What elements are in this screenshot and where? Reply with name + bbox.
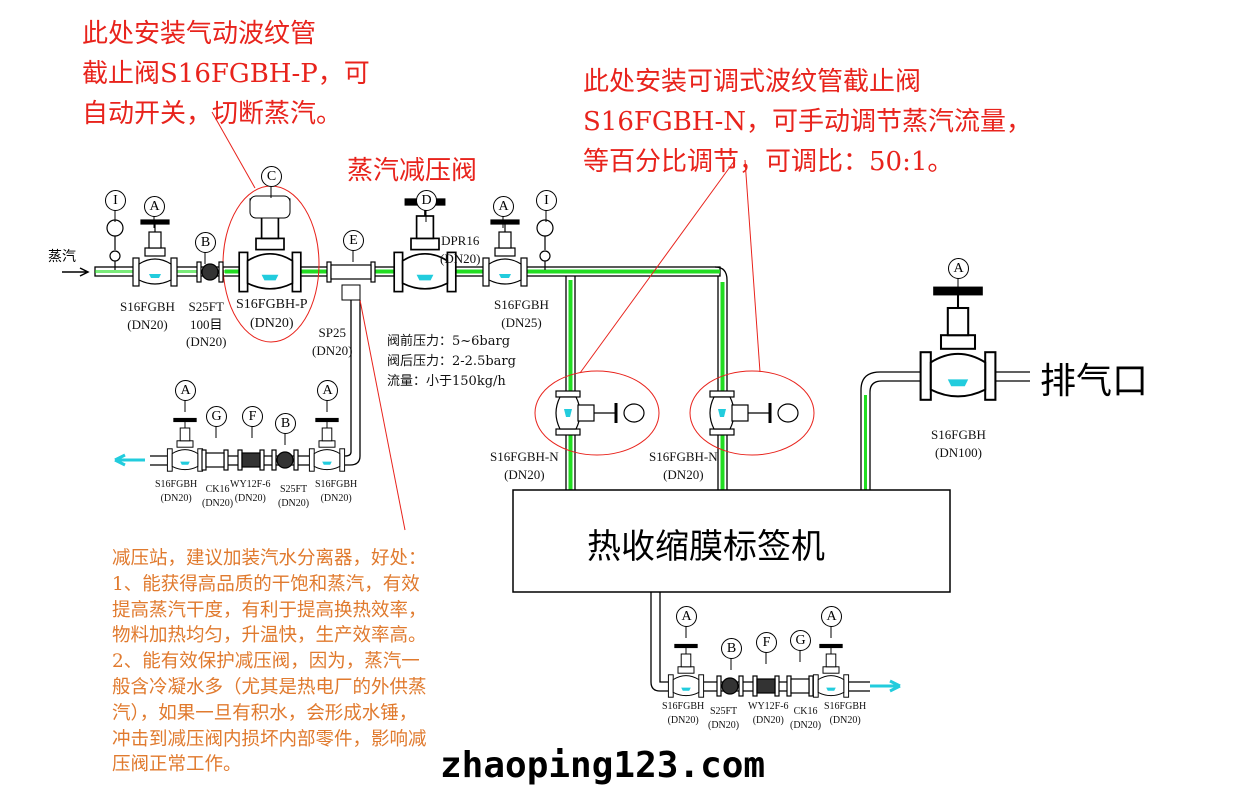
label-separator: SP25(DN20) — [312, 325, 353, 358]
globe-valve-icon — [667, 643, 705, 698]
tag-b: B — [721, 638, 742, 659]
tag-a: A — [948, 258, 969, 279]
pressure-gauge-icon — [536, 219, 554, 270]
label-prv: DPR16(DN20) — [440, 233, 481, 266]
inlet-pressure: 阀前压力：5~6barg — [387, 334, 511, 349]
note-line: 般含冷凝水多（尤其是热电厂的外供蒸 — [112, 676, 427, 698]
adjustable-valve-note: 此处安装可调式波纹管截止阀 S16FGBH-N，可手动调节蒸汽流量， 等百分比调… — [583, 62, 1032, 182]
tag-g: G — [790, 630, 811, 651]
note-line: 自动开关，切断蒸汽。 — [82, 99, 343, 129]
steam-separator-icon — [326, 261, 376, 283]
tag-a: A — [317, 380, 338, 401]
pressure-spec: 阀前压力：5~6barg 阀后压力：2-2.5barg 流量：小于150kg/h — [387, 332, 516, 392]
check-valve-icon — [786, 675, 814, 697]
exhaust-valve-icon — [919, 286, 997, 401]
note-line: 冲击到减压阀内损坏内部零件，影响减 — [112, 728, 427, 750]
note-line: 压阀正常工作。 — [112, 754, 242, 776]
tag-a: A — [175, 380, 196, 401]
tag-c: C — [261, 166, 282, 187]
globe-valve-icon — [132, 219, 178, 287]
tag-e: E — [343, 230, 364, 251]
note-line: S16FGBH-N，可手动调节蒸汽流量， — [583, 107, 1033, 137]
globe-valve-icon — [812, 643, 850, 698]
actuator-icon — [249, 195, 291, 219]
note-line: 提高蒸汽干度，有利于提高换热效率， — [112, 599, 427, 621]
drain-bottom-label: S16FGBH(DN20) — [662, 701, 705, 726]
watermark: zhaoping123.com — [440, 745, 766, 786]
strainer-icon — [196, 261, 224, 283]
tag-f: F — [242, 406, 263, 427]
tag-d: D — [416, 190, 437, 211]
drain-left-label: S25FT(DN20) — [278, 484, 310, 509]
globe-valve-icon — [308, 417, 346, 472]
note-line: 减压站，建议加装汽水分离器，好处： — [112, 548, 427, 569]
valves — [106, 186, 997, 698]
note-line: 汽），如果一旦有积水，会形成水锤， — [112, 702, 418, 724]
globe-valve-icon — [482, 219, 528, 287]
tag-b: B — [195, 232, 216, 253]
tag-g: G — [206, 406, 227, 427]
check-valve-icon — [201, 449, 229, 471]
note-line: 物料加热均匀，升温快，生产效率高。 — [112, 625, 427, 647]
drain-left-label: CK16(DN20) — [202, 484, 234, 509]
steam-inlet-label: 蒸汽 — [48, 249, 76, 265]
separator-note: 减压站，建议加装汽水分离器，好处： 1、能获得高品质的干饱和蒸汽，有效 提高蒸汽… — [112, 546, 427, 778]
prv-title: 蒸汽减压阀 — [347, 156, 478, 186]
drain-left-label: S16FGBH(DN20) — [155, 479, 198, 504]
note-line: 此处安装气动波纹管 — [82, 19, 317, 49]
label-branch-valve-1: S16FGBH-N(DN20) — [490, 449, 559, 482]
label-pneumatic-valve: S16FGBH-P(DN20) — [236, 297, 308, 331]
globe-valve-icon — [166, 417, 204, 472]
tag-a: A — [676, 606, 697, 627]
tag-a: A — [821, 606, 842, 627]
label-branch-valve-2: S16FGBH-N(DN20) — [649, 449, 718, 482]
label-main-valve: S16FGBH(DN20) — [120, 299, 175, 332]
pressure-gauge-icon — [106, 219, 124, 270]
trap-icon — [752, 675, 780, 697]
drain-left-label: S16FGBH(DN20) — [315, 479, 358, 504]
note-line: 截止阀S16FGBH-P，可 — [82, 59, 370, 89]
tag-i: I — [105, 190, 126, 211]
note-line: 此处安装可调式波纹管截止阀 — [583, 67, 922, 97]
pneumatic-valve-note: 此处安装气动波纹管 截止阀S16FGBH-P，可 自动开关，切断蒸汽。 — [82, 14, 370, 134]
drain-bottom-label: CK16(DN20) — [790, 706, 822, 731]
trap-icon — [237, 449, 265, 471]
adjustable-valve-icon — [555, 390, 645, 436]
tag-i: I — [536, 190, 557, 211]
drain-bottom-label: S25FT(DN20) — [708, 706, 740, 731]
exhaust-label: 排气口 — [1040, 361, 1149, 402]
drain-bottom-label: WY12F-6(DN20) — [748, 701, 789, 726]
tag-f: F — [756, 632, 777, 653]
tag-a: A — [493, 196, 514, 217]
tag-a: A — [144, 196, 165, 217]
strainer-icon — [271, 449, 299, 471]
flow-rate: 流量：小于150kg/h — [387, 374, 506, 389]
drain-left-label: WY12F-6(DN20) — [230, 479, 271, 504]
machine-label: 热收缩膜标签机 — [587, 527, 825, 567]
label-outlet-valve: S16FGBH(DN25) — [494, 297, 549, 330]
tag-b: B — [275, 413, 296, 434]
note-line: 1、能获得高品质的干饱和蒸汽，有效 — [112, 573, 420, 595]
note-line: 2、能有效保护减压阀，因为，蒸汽一 — [112, 651, 420, 673]
outlet-pressure: 阀后压力：2-2.5barg — [387, 354, 516, 369]
strainer-icon — [716, 675, 744, 697]
note-line: 等百分比调节，可调比：50:1。 — [583, 147, 954, 177]
label-exhaust-valve: S16FGBH(DN100) — [931, 427, 986, 460]
drain-bottom-label: S16FGBH(DN20) — [824, 701, 867, 726]
adjustable-valve-icon — [709, 390, 799, 436]
